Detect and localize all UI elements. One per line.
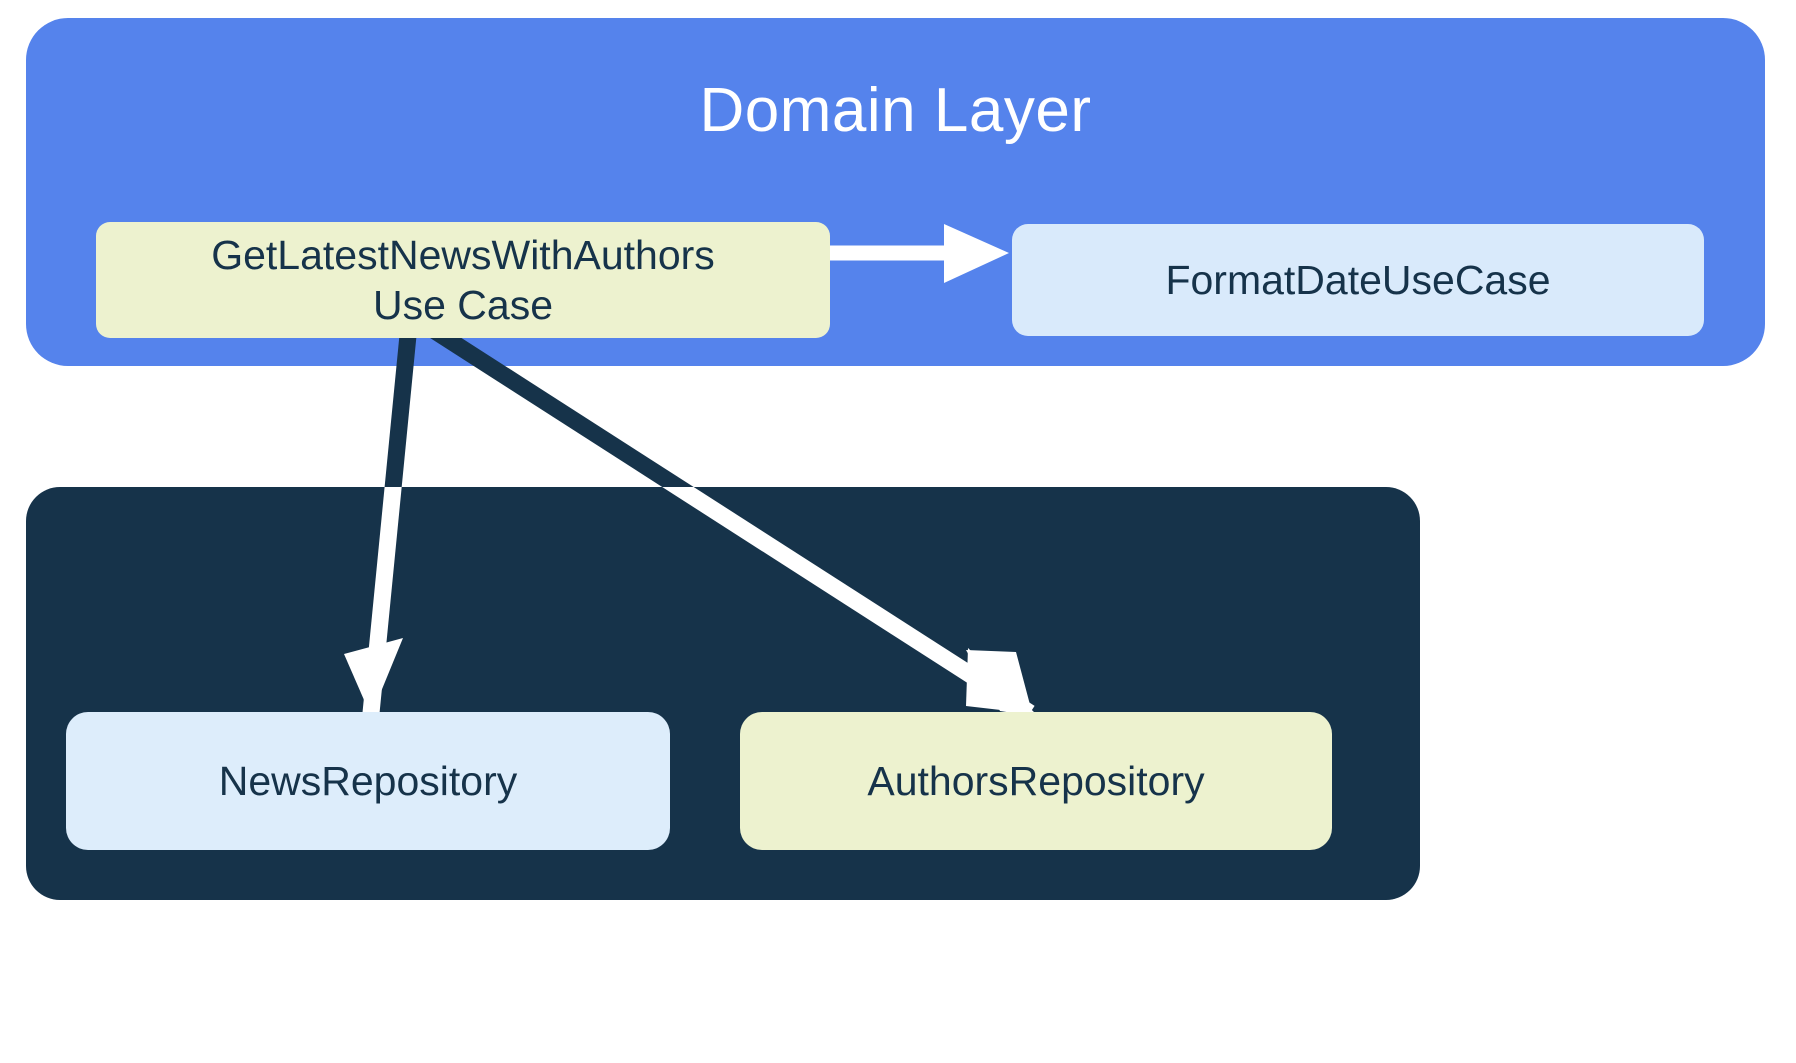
node-news-repository[interactable]: NewsRepository xyxy=(66,712,670,850)
node-label: NewsRepository xyxy=(218,757,518,804)
node-get-latest-news-with-authors-use-case[interactable]: GetLatestNewsWithAuthors Use Case xyxy=(96,222,830,338)
node-label: AuthorsRepository xyxy=(867,757,1205,804)
node-label: FormatDateUseCase xyxy=(1165,256,1551,303)
architecture-diagram: Domain Layer Data Layer xyxy=(26,18,1765,900)
node-authors-repository[interactable]: AuthorsRepository xyxy=(740,712,1332,850)
node-format-date-use-case[interactable]: FormatDateUseCase xyxy=(1012,224,1704,336)
domain-layer-title: Domain Layer xyxy=(699,76,1092,145)
node-label: GetLatestNewsWithAuthors Use Case xyxy=(211,231,715,328)
data-layer-title: Data Layer xyxy=(568,993,878,1062)
